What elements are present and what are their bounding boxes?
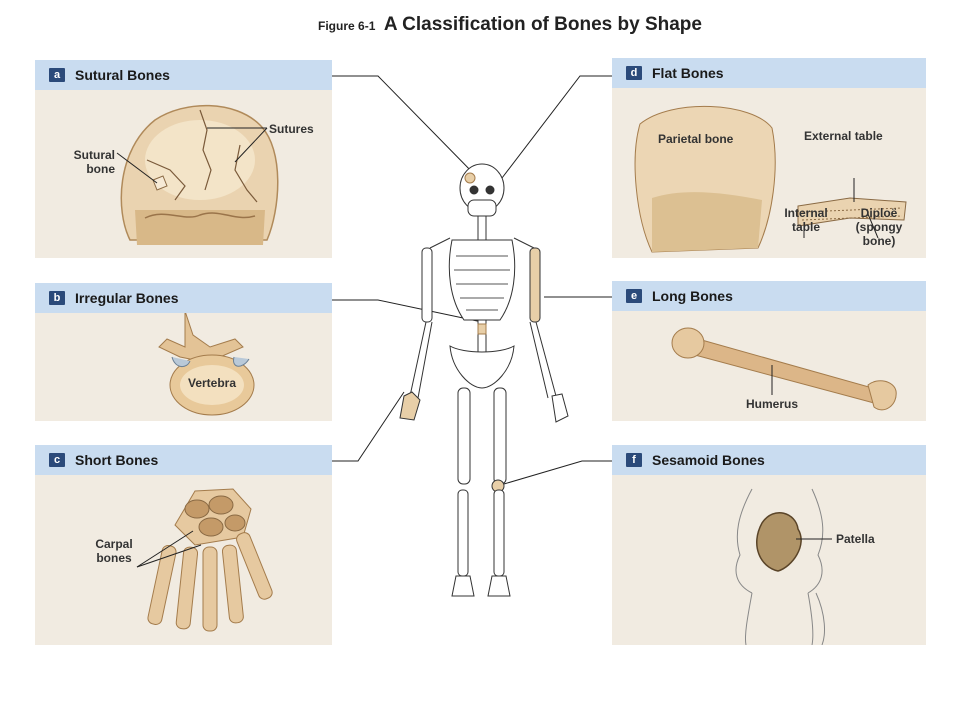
label-humerus: Humerus bbox=[745, 397, 798, 411]
figure-title: Figure 6-1 A Classification of Bones by … bbox=[0, 14, 960, 36]
label-line-1: Carpal bbox=[95, 537, 133, 551]
label-parietal-bone: Parietal bone bbox=[658, 132, 734, 146]
label-vertebra: Vertebra bbox=[187, 376, 237, 390]
humerus-illustration bbox=[671, 327, 897, 411]
label-sutures: Sutures bbox=[269, 122, 314, 136]
panel-irregular-bones: b Irregular Bones Vertebra bbox=[35, 283, 332, 421]
label-carpal-bones: Carpal bones bbox=[81, 537, 147, 565]
label-patella: Patella bbox=[836, 532, 875, 546]
panel-flat-bones: d Flat Bones Parietal bone External tabl… bbox=[612, 58, 926, 258]
connector-flat bbox=[501, 75, 612, 179]
connector-sesamoid bbox=[503, 460, 612, 485]
label-line-1: Internal bbox=[784, 206, 828, 220]
skeleton-illustration bbox=[399, 163, 569, 597]
connector-short bbox=[332, 391, 405, 462]
panel-header bbox=[35, 283, 332, 313]
panel-letter-badge: f bbox=[626, 453, 642, 467]
panel-letter-badge: c bbox=[49, 453, 65, 467]
panel-header bbox=[612, 281, 926, 311]
panel-header bbox=[612, 58, 926, 88]
panel-header bbox=[35, 60, 332, 90]
panel-title: Sutural Bones bbox=[75, 67, 170, 83]
label-line-2: (spongy bbox=[855, 220, 903, 234]
panel-letter-badge: d bbox=[626, 66, 642, 80]
label-line-2: bone bbox=[86, 162, 115, 176]
panel-title: Flat Bones bbox=[652, 65, 724, 81]
panel-long-bones: e Long Bones Humerus bbox=[612, 281, 926, 421]
panel-header bbox=[35, 445, 332, 475]
panel-sutural-bones: a Sutural Bones Sutures Sutural bone bbox=[35, 60, 332, 258]
label-line-1: Diploë bbox=[860, 206, 898, 220]
figure-number: Figure 6-1 bbox=[318, 19, 376, 33]
label-line-2: bones bbox=[96, 551, 132, 565]
panel-sesamoid-bones: f Sesamoid Bones Patella bbox=[612, 445, 926, 645]
connector-irregular bbox=[332, 299, 483, 323]
label-line-3: bone) bbox=[862, 234, 896, 248]
vertebra-illustration bbox=[158, 313, 255, 416]
panel-letter-badge: b bbox=[49, 291, 65, 305]
connector-sutural bbox=[332, 75, 479, 179]
knee-patella-illustration bbox=[735, 488, 832, 645]
panel-title: Short Bones bbox=[75, 452, 159, 468]
panel-short-bones: c Short Bones Carpal bones bbox=[35, 445, 332, 645]
hand-illustration bbox=[136, 488, 273, 632]
figure-main-title: A Classification of Bones by Shape bbox=[383, 14, 702, 35]
panel-letter-badge: e bbox=[626, 289, 642, 303]
panel-title: Irregular Bones bbox=[75, 290, 179, 306]
panel-title: Long Bones bbox=[652, 288, 733, 304]
label-internal-table: Internal table bbox=[778, 206, 834, 234]
label-line-1: Sutural bbox=[73, 148, 115, 162]
label-sutural-bone: Sutural bone bbox=[57, 148, 115, 176]
label-line-2: table bbox=[791, 220, 820, 234]
panel-header bbox=[612, 445, 926, 475]
label-diploe: Diploë (spongy bone) bbox=[844, 206, 914, 248]
parietal-bone-illustration bbox=[634, 105, 907, 253]
panel-title: Sesamoid Bones bbox=[652, 452, 765, 468]
panel-letter-badge: a bbox=[49, 68, 65, 82]
label-external-table: External table bbox=[804, 129, 883, 143]
skull-illustration bbox=[116, 104, 279, 245]
